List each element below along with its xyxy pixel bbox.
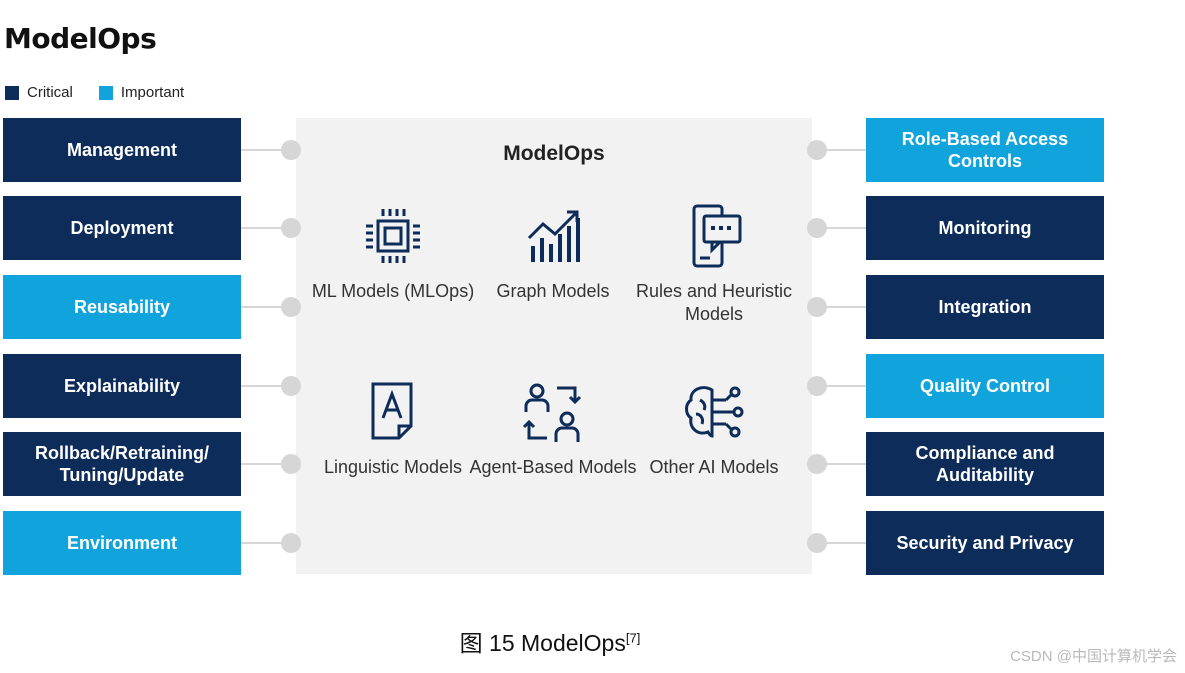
model-ml: ML Models (MLOps) (308, 204, 478, 303)
panel-title: ModelOps (503, 142, 605, 165)
model-label: Linguistic Models (323, 457, 463, 477)
capability-label: Role-Based Access Controls (901, 129, 1069, 171)
connector-line (817, 306, 866, 308)
model-label: Graph Models (496, 281, 610, 301)
chip-icon (366, 209, 420, 263)
connector-dot (807, 140, 827, 160)
capability-box-deployment: Deployment (3, 196, 241, 260)
connector-line (817, 149, 866, 151)
figure-caption: 图 15 ModelOps[7] (0, 624, 1100, 658)
connector-dot (281, 297, 301, 317)
connector-line (817, 227, 866, 229)
connector-dot (281, 376, 301, 396)
model-label: ML Models (MLOps) (311, 281, 475, 301)
connector-dot (807, 454, 827, 474)
model-linguistic: Linguistic Models (308, 380, 478, 479)
letter-document-icon (371, 382, 413, 440)
capability-label: Reusability (73, 297, 171, 317)
important-swatch (98, 85, 113, 100)
capability-box-environment: Environment (3, 511, 241, 575)
caption-reference: [7] (625, 630, 641, 646)
capability-label: Compliance and Auditability (915, 443, 1055, 485)
connector-line (241, 385, 291, 387)
capability-label: Monitoring (938, 218, 1032, 238)
capability-box-explainability: Explainability (3, 354, 241, 418)
model-graph: Graph Models (468, 204, 638, 303)
model-label: Other AI Models (649, 457, 779, 477)
capability-label: Integration (938, 297, 1032, 317)
model-rules: Rules and Heuristic Models (629, 204, 799, 326)
legend-item-important: Important (98, 84, 185, 101)
capability-box-monitoring: Monitoring (866, 196, 1104, 260)
connector-dot (807, 218, 827, 238)
model-other-ai: Other AI Models (629, 380, 799, 479)
capability-label: Explainability (63, 376, 181, 396)
connector-line (241, 149, 291, 151)
legend-label-critical: Critical (27, 84, 73, 101)
capability-label: Rollback/Retraining/ Tuning/Update (34, 443, 210, 485)
connector-dot (807, 376, 827, 396)
capability-label: Security and Privacy (896, 533, 1074, 553)
capability-box-quality-control: Quality Control (866, 354, 1104, 418)
capability-box-management: Management (3, 118, 241, 182)
capability-box-role-based-access: Role-Based Access Controls (866, 118, 1104, 182)
connector-line (817, 463, 866, 465)
agents-exchange-icon (522, 383, 582, 442)
capability-label: Deployment (70, 218, 174, 238)
model-label: Agent-Based Models (469, 457, 637, 477)
rules-document-icon (692, 204, 742, 268)
legend: Critical Important (5, 84, 210, 101)
connector-dot (281, 218, 301, 238)
connector-line (241, 542, 291, 544)
capability-box-reusability: Reusability (3, 275, 241, 339)
capability-box-integration: Integration (866, 275, 1104, 339)
page-title: ModelOps (4, 22, 157, 55)
connector-line (817, 385, 866, 387)
bar-chart-icon (527, 210, 580, 262)
model-label: Rules and Heuristic Models (635, 281, 793, 324)
connector-dot (807, 533, 827, 553)
legend-label-important: Important (120, 84, 185, 101)
capability-label: Management (66, 140, 178, 160)
capability-box-compliance: Compliance and Auditability (866, 432, 1104, 496)
capability-box-security: Security and Privacy (866, 511, 1104, 575)
connector-dot (281, 140, 301, 160)
connector-dot (807, 297, 827, 317)
connector-line (241, 227, 291, 229)
critical-swatch (5, 85, 19, 100)
connector-dot (281, 454, 301, 474)
caption-text: 图 15 ModelOps (459, 630, 626, 656)
model-agent: Agent-Based Models (468, 380, 638, 479)
legend-item-critical: Critical (5, 84, 73, 101)
capability-label: Environment (66, 533, 177, 553)
capability-label: Quality Control (920, 376, 1050, 396)
connector-line (817, 542, 866, 544)
modelops-panel: ModelOps ML Models (MLOps) Graph Models (296, 118, 812, 574)
connector-line (241, 463, 291, 465)
watermark: CSDN @中国计算机学会 (1010, 648, 1177, 665)
connector-line (241, 306, 291, 308)
connector-dot (281, 533, 301, 553)
brain-network-icon (685, 386, 744, 438)
capability-box-rollback: Rollback/Retraining/ Tuning/Update (3, 432, 241, 496)
